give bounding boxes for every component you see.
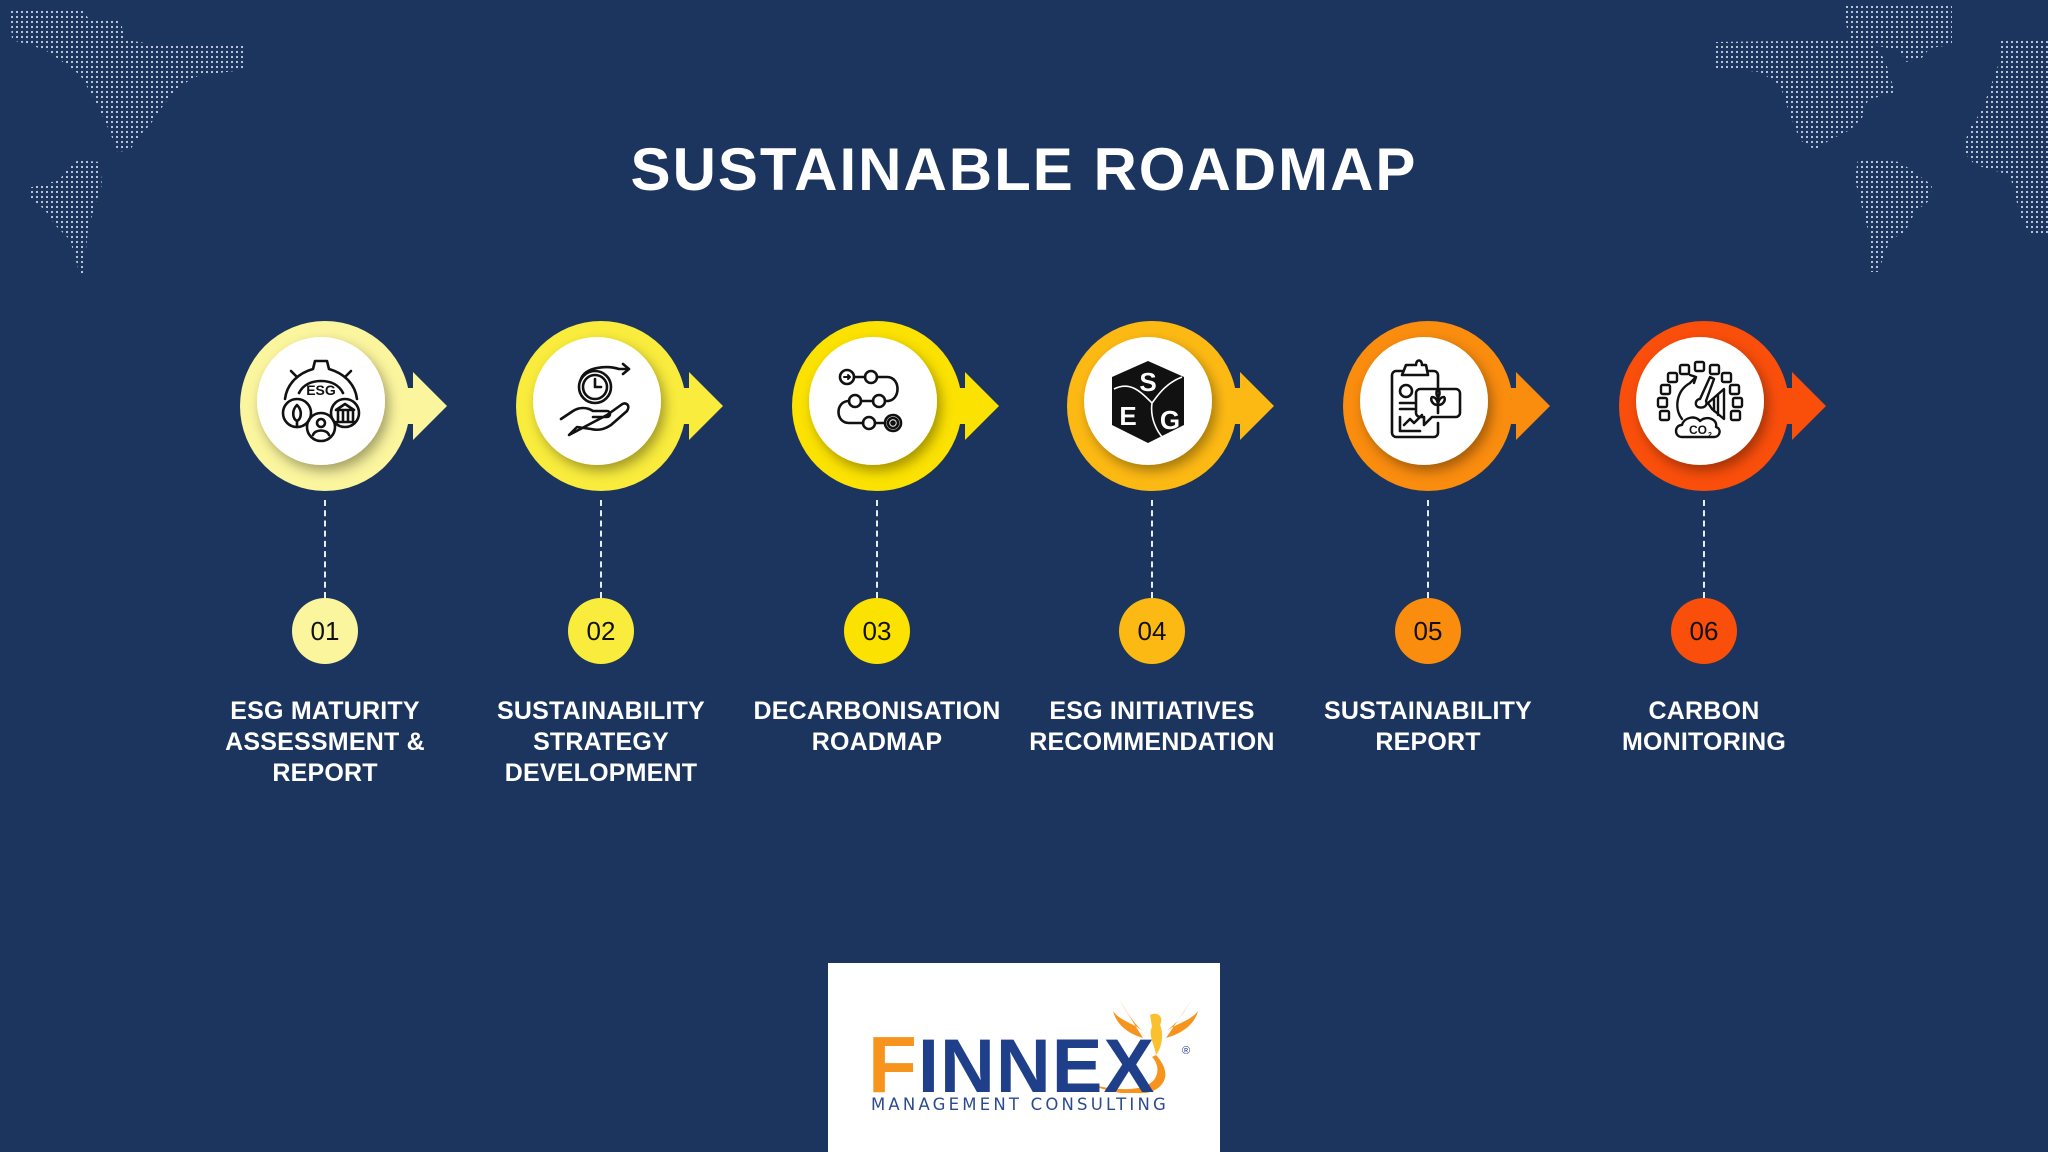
roadmap-path-icon	[825, 353, 921, 449]
step-label-line: ESG MATURITY	[230, 697, 420, 725]
step-label: SUSTAINABILITY STRATEGY DEVELOPMENT	[463, 696, 739, 789]
dashed-connector	[600, 500, 602, 598]
esg-gear-icon: ESG	[273, 353, 369, 449]
finnex-logo: FINNEX ® MANAGEMENT CONSULTING	[828, 963, 1220, 1152]
svg-text:S: S	[1139, 367, 1156, 397]
dashed-connector	[1427, 500, 1429, 598]
step-label: SUSTAINABILITY REPORT	[1290, 696, 1566, 758]
step-number-badge: 05	[1395, 598, 1461, 664]
logo-letters: INNEX	[917, 1024, 1156, 1109]
logo-letter-f: F	[868, 1020, 918, 1109]
co2-gauge-icon: CO 2	[1652, 353, 1748, 449]
logo-wordmark: FINNEX	[868, 1025, 1155, 1105]
svg-text:ESG: ESG	[306, 382, 336, 398]
step-label: ESG INITIATIVES RECOMMENDATION	[1014, 696, 1290, 758]
svg-text:G: G	[1160, 405, 1180, 435]
step-ring-arrow	[240, 321, 447, 491]
step-label-line: REPORT	[272, 759, 378, 787]
page-title: SUSTAINABLE ROADMAP	[630, 136, 1418, 203]
hand-clock-icon	[549, 353, 645, 449]
step-label-line: RECOMMENDATION	[1029, 728, 1275, 756]
step-label-line: SUSTAINABILITY	[497, 697, 705, 725]
dashed-connector	[324, 500, 326, 598]
step-number-badge: 04	[1119, 598, 1185, 664]
step-label-line: ROADMAP	[811, 728, 943, 756]
step-number-badge: 03	[844, 598, 910, 664]
phoenix-icon	[1098, 998, 1198, 1093]
step-number-badge: 02	[568, 598, 634, 664]
step-number-badge: 01	[292, 598, 358, 664]
step-label-line: ASSESSMENT &	[225, 728, 425, 756]
step-label-line: STRATEGY	[533, 728, 669, 756]
step-label-line: ESG INITIATIVES	[1049, 697, 1255, 725]
step-label-line: DEVELOPMENT	[504, 759, 698, 787]
step-label-line: DECARBONISATION	[753, 697, 1001, 725]
step-label: CARBON MONITORING	[1566, 696, 1842, 758]
dashed-connector	[1703, 500, 1705, 598]
step-label: ESG MATURITY ASSESSMENT & REPORT	[187, 696, 463, 789]
dashed-connector	[1151, 500, 1153, 598]
esg-cube-icon: S E G	[1100, 353, 1196, 449]
step-number-badge: 06	[1671, 598, 1737, 664]
clipboard-plant-icon	[1376, 353, 1472, 449]
svg-text:2: 2	[1708, 432, 1712, 439]
registered-mark: ®	[1182, 1045, 1191, 1057]
step-label-line: REPORT	[1375, 728, 1481, 756]
dashed-connector	[876, 500, 878, 598]
svg-text:E: E	[1119, 401, 1136, 431]
step-label-line: SUSTAINABILITY	[1324, 697, 1532, 725]
step-label-line: MONITORING	[1621, 728, 1787, 756]
step-label: DECARBONISATION ROADMAP	[739, 696, 1015, 758]
step-ring-arrow	[1343, 321, 1550, 491]
step-label-line: CARBON	[1648, 697, 1760, 725]
svg-text:CO: CO	[1689, 423, 1707, 437]
logo-tagline: MANAGEMENT CONSULTING	[871, 1095, 1169, 1114]
